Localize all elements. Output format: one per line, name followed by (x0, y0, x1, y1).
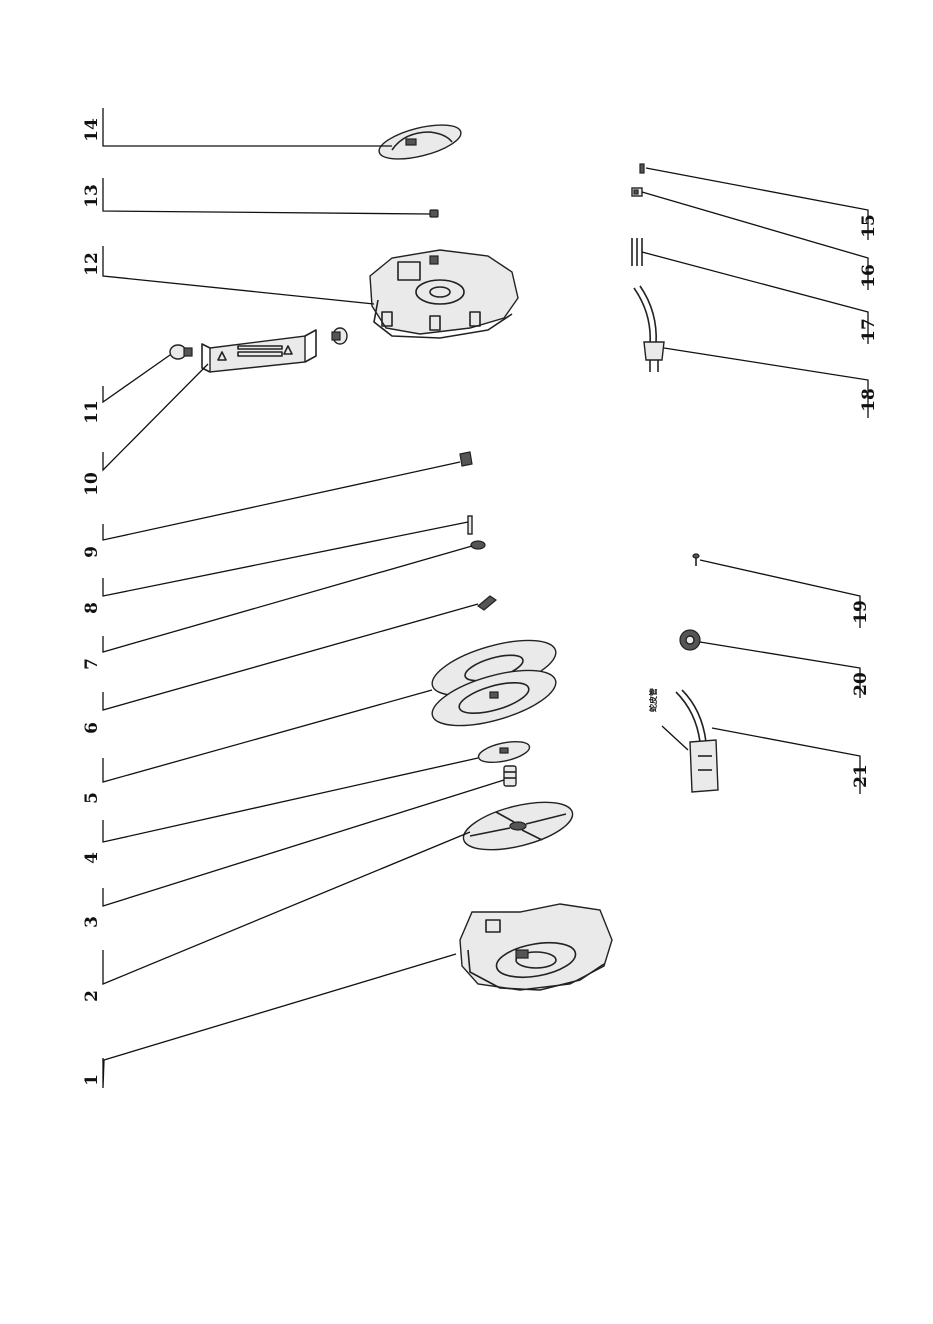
leader-21 (712, 728, 860, 794)
leader-19 (700, 560, 860, 628)
label-15: 15 (859, 214, 879, 238)
part-9-latch (460, 452, 472, 466)
part-19-pin (693, 554, 699, 566)
label-18: 18 (859, 388, 879, 412)
label-12: 12 (82, 252, 102, 276)
leader-18 (664, 348, 868, 418)
part-2-spoked-plate (459, 793, 577, 859)
leader-21-tag (662, 726, 688, 750)
part-12-upper-housing (370, 250, 518, 338)
part-20-grommet (680, 630, 700, 650)
part-8-pin (468, 516, 472, 534)
part-21-tag: 蛇皮管 (648, 688, 658, 712)
label-21: 21 (851, 764, 871, 788)
leader-10 (103, 364, 208, 470)
label-2: 2 (82, 990, 102, 1002)
part-4-hub-disc (477, 738, 532, 766)
part-18-mains-plug (634, 286, 664, 372)
label-9: 9 (82, 546, 102, 558)
label-14: 14 (82, 118, 102, 142)
leader-8 (103, 522, 468, 596)
part-16-clamp (632, 188, 642, 196)
leader-15 (646, 168, 868, 240)
label-20: 20 (851, 672, 871, 696)
leader-11 (103, 355, 170, 402)
leader-20 (700, 642, 860, 698)
part-3-spring-core (504, 766, 516, 786)
label-13: 13 (82, 184, 102, 208)
label-1: 1 (82, 1074, 102, 1086)
leader-6 (103, 604, 478, 710)
leader-4 (103, 758, 478, 842)
part-21-socket (676, 690, 718, 792)
leader-14 (103, 108, 392, 146)
leader-1 (103, 954, 456, 1088)
leader-7 (103, 546, 472, 652)
label-11: 11 (82, 400, 102, 424)
part-15-tiny-screw (640, 164, 644, 173)
leader-17 (642, 252, 868, 344)
leader-2 (103, 832, 470, 984)
label-19: 19 (851, 600, 871, 624)
leader-12 (103, 246, 374, 304)
label-4: 4 (82, 852, 102, 864)
part-13-screw (430, 210, 438, 217)
label-3: 3 (82, 916, 102, 928)
label-5: 5 (82, 792, 102, 804)
part-labels-right: 15 16 17 18 19 20 21 (851, 214, 879, 788)
part-1-lower-housing (460, 904, 612, 990)
label-16: 16 (859, 264, 879, 288)
part-7-clip (471, 541, 485, 549)
leader-5 (103, 690, 432, 782)
label-6: 6 (82, 722, 102, 734)
label-17: 17 (859, 318, 879, 342)
part-labels-left: 14 13 12 11 10 9 8 7 6 5 4 3 2 1 (82, 118, 102, 1086)
part-11-knob-right (332, 328, 347, 344)
leader-9 (103, 462, 460, 540)
label-7: 7 (82, 658, 102, 670)
part-11-knob-left (170, 345, 192, 359)
leader-13 (103, 178, 430, 214)
part-10-mounting-bracket (202, 330, 316, 372)
label-8: 8 (82, 602, 102, 614)
part-6-spring-pin (478, 596, 496, 610)
part-14-cover-disc (376, 118, 464, 165)
label-10: 10 (82, 472, 102, 496)
part-17-cable-strands (632, 238, 642, 266)
leader-16 (642, 192, 868, 290)
part-5-reel-drum (426, 629, 561, 737)
leader-lines-right (642, 168, 868, 794)
